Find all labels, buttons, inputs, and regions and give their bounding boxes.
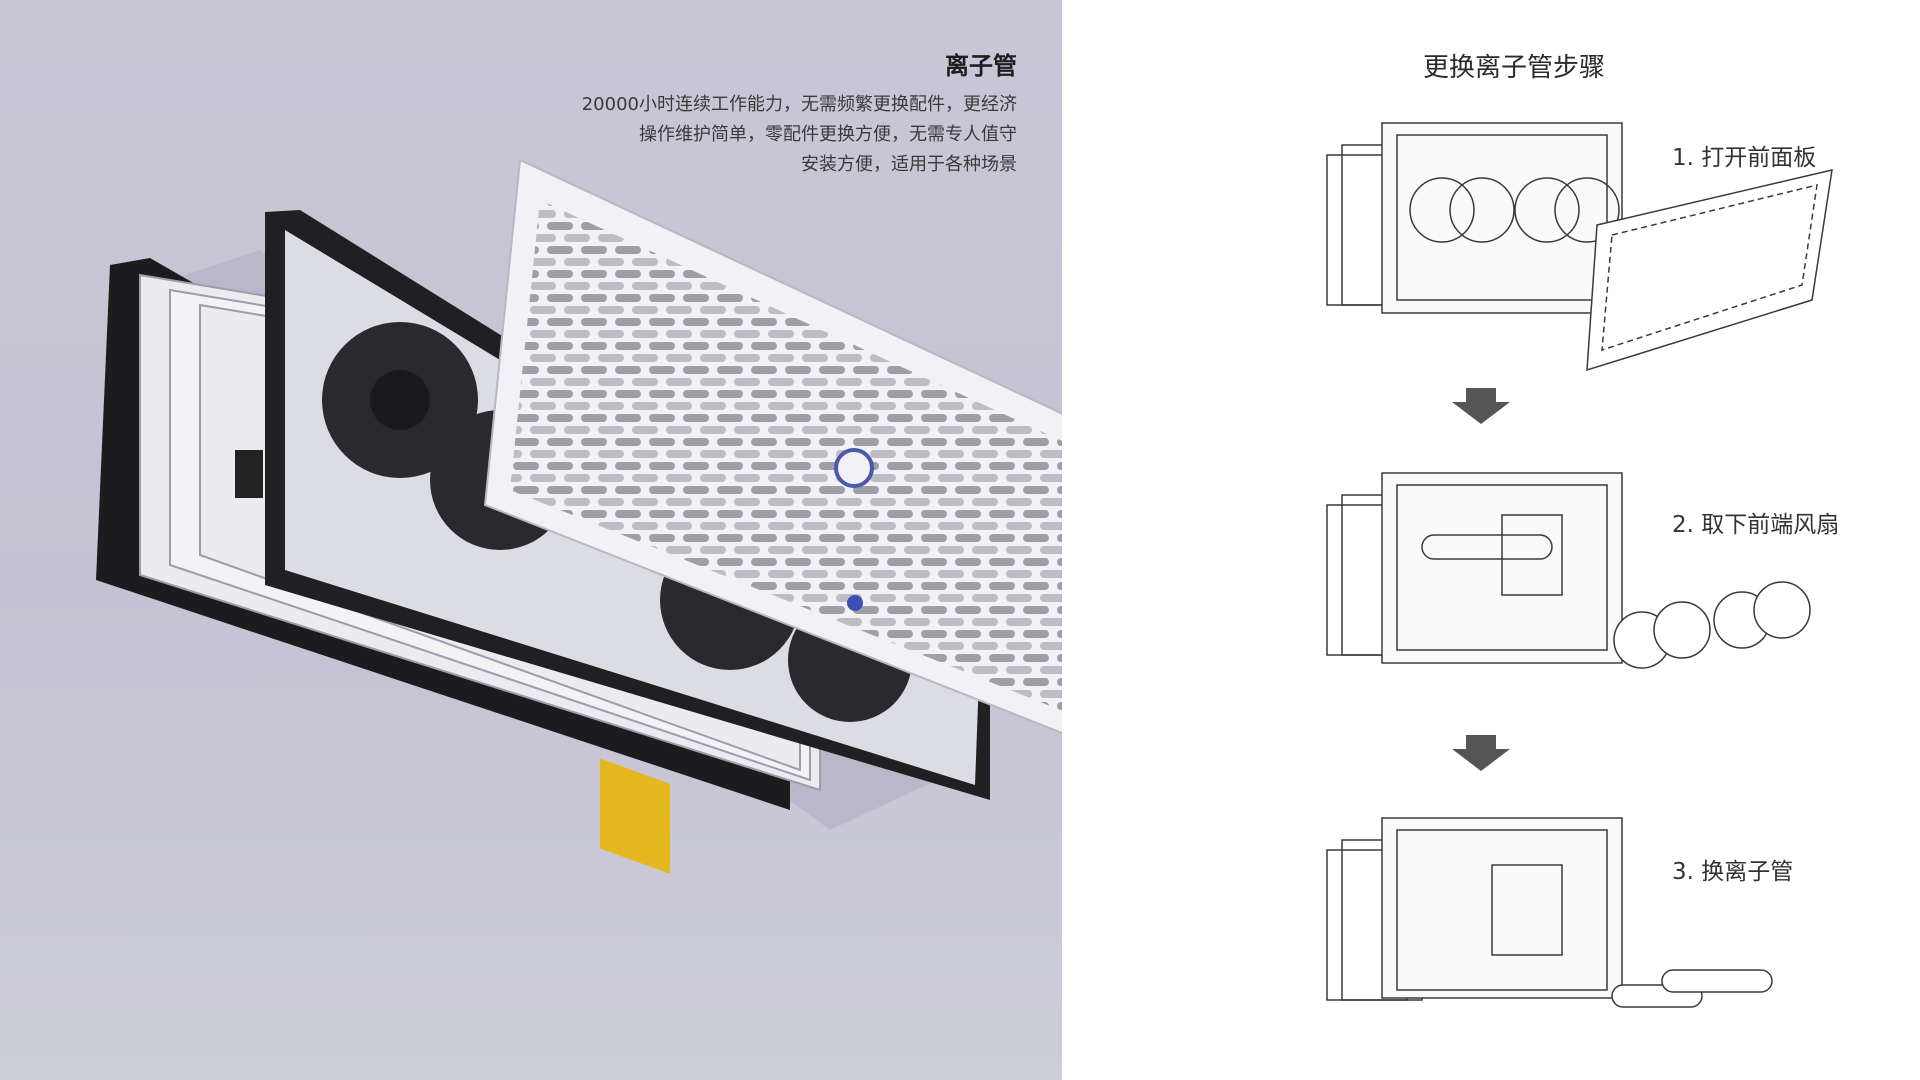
brand-logo-icon	[834, 448, 874, 488]
indicator-light-icon	[847, 595, 863, 611]
step-3-label: 3. 换离子管	[1672, 859, 1794, 885]
power-socket-icon	[235, 450, 263, 498]
product-render-illustration	[96, 158, 1062, 874]
step-2-label: 2. 取下前端风扇	[1672, 512, 1840, 538]
down-arrow-icon	[1452, 735, 1510, 771]
steps-panel: 更换离子管步骤 1. 打开前面板 2. 取下前端风扇	[1062, 0, 1920, 1080]
product-render-panel: 离子管 20000小时连续工作能力，无需频繁更换配件，更经济 操作维护简单，零配…	[0, 0, 1062, 1080]
hero-description-line: 20000小时连续工作能力，无需频繁更换配件，更经济	[581, 94, 1017, 115]
down-arrow-icon	[1452, 388, 1510, 424]
step-2-illustration	[1326, 472, 1811, 669]
steps-title: 更换离子管步骤	[1422, 53, 1605, 83]
ion-tube-module	[600, 758, 670, 874]
hero-description-line: 操作维护简单，零配件更换方便，无需专人值守	[639, 124, 1017, 145]
hero-description-line: 安装方便，适用于各种场景	[801, 154, 1017, 175]
hero-title: 离子管	[945, 52, 1017, 80]
step-3-illustration	[1326, 817, 1773, 1008]
step-1-label: 1. 打开前面板	[1672, 145, 1817, 171]
step-1-illustration	[1326, 122, 1833, 372]
hero-description: 20000小时连续工作能力，无需频繁更换配件，更经济 操作维护简单，零配件更换方…	[417, 90, 1017, 180]
